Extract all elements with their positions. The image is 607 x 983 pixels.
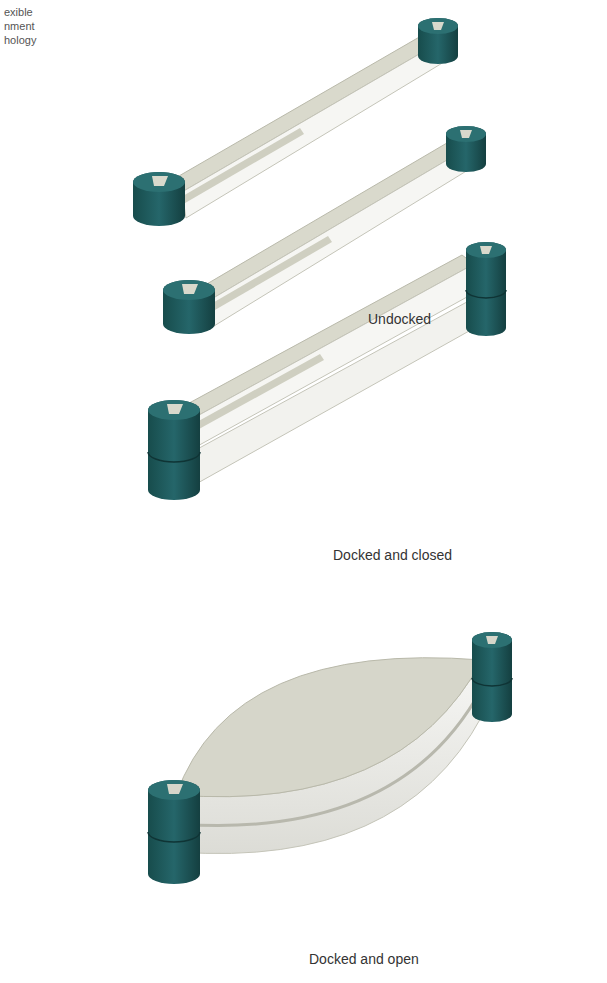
cropped-heading-text: nment xyxy=(4,19,35,33)
cropped-heading-text: exible xyxy=(4,5,33,19)
docked-closed xyxy=(148,242,506,500)
state-caption: Docked and closed xyxy=(333,547,452,563)
state-caption: Docked and open xyxy=(309,951,419,967)
cropped-heading-text: hology xyxy=(4,33,36,47)
docked-open xyxy=(148,632,512,884)
state-caption: Undocked xyxy=(368,311,431,327)
